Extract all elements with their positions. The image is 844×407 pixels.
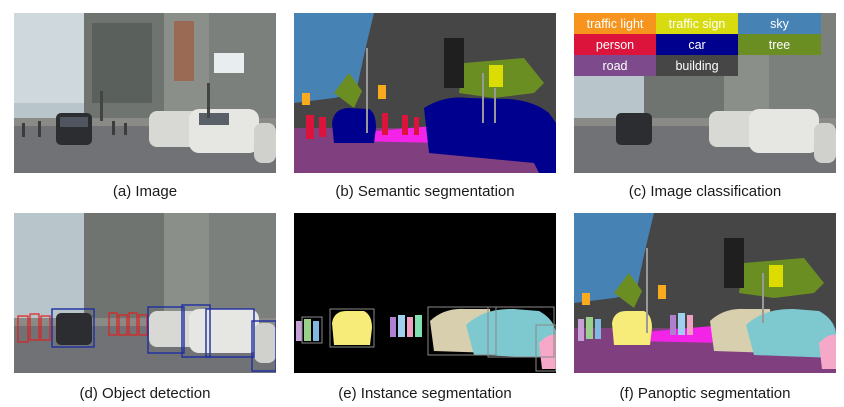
person-boxes <box>17 312 148 343</box>
classification-legend: traffic light traffic sign sky person ca… <box>574 13 821 76</box>
caption-f: (f) Panoptic segmentation <box>619 385 791 402</box>
semantic-mask <box>294 13 556 173</box>
classification-panel-c: traffic light traffic sign sky person ca… <box>574 13 836 173</box>
car-boxes <box>51 304 276 372</box>
caption-a: (a) Image <box>112 183 178 200</box>
caption-d: (d) Object detection <box>79 385 211 402</box>
class-traffic-sign: traffic sign <box>656 13 738 34</box>
panoptic-panel-f <box>574 213 836 373</box>
class-tree: tree <box>738 34 821 55</box>
caption-c: (c) Image classification <box>628 183 782 200</box>
class-sky: sky <box>738 13 821 34</box>
class-person: person <box>574 34 656 55</box>
class-road: road <box>574 55 656 76</box>
class-building: building <box>656 55 738 76</box>
instance-car-4 <box>539 334 556 369</box>
detection-image <box>14 213 276 373</box>
class-traffic-light: traffic light <box>574 13 656 34</box>
class-car: car <box>656 34 738 55</box>
photo-panel-a <box>14 13 276 173</box>
instance-car-1 <box>332 311 372 345</box>
instance-mask <box>294 213 556 373</box>
caption-b: (b) Semantic segmentation <box>335 183 515 200</box>
street-photo <box>14 13 276 173</box>
semantic-panel-b <box>294 13 556 173</box>
caption-e: (e) Instance segmentation <box>338 385 512 402</box>
panoptic-mask <box>574 213 836 373</box>
instance-panel-e <box>294 213 556 373</box>
detection-panel-d <box>14 213 276 373</box>
